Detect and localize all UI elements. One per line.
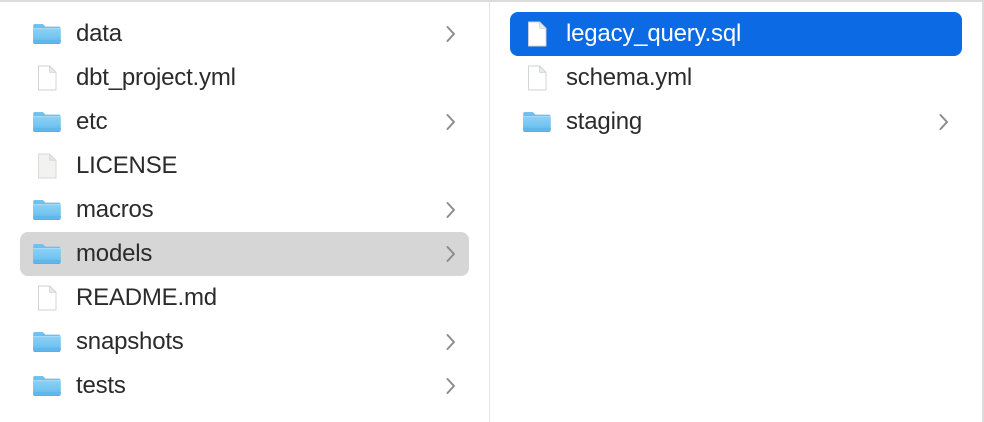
document-icon [32,65,62,91]
folder-row[interactable]: data [20,12,469,56]
folder-row[interactable]: staging [510,100,962,144]
folder-row[interactable]: tests [20,364,469,408]
file-row[interactable]: legacy_query.sql [510,12,962,56]
item-label: models [76,240,153,267]
item-label: README.md [76,284,217,311]
file-row[interactable]: README.md [20,276,469,320]
chevron-right-icon [445,24,457,44]
folder-row[interactable]: models [20,232,469,276]
item-label: tests [76,372,126,399]
document-icon [522,65,552,91]
folder-icon [32,329,62,355]
chevron-right-icon [445,112,457,132]
file-row[interactable]: schema.yml [510,56,962,100]
item-label: legacy_query.sql [566,20,742,47]
column-project-root-column: data dbt_project.yml [0,2,490,422]
item-label: schema.yml [566,64,693,91]
document-icon [32,285,62,311]
folder-icon [32,241,62,267]
item-label: etc [76,108,108,135]
folder-icon [32,197,62,223]
folder-row[interactable]: snapshots [20,320,469,364]
item-label: macros [76,196,154,223]
folder-row[interactable]: macros [20,188,469,232]
file-row[interactable]: LICENSE [20,144,469,188]
chevron-right-icon [445,244,457,264]
chevron-right-icon [445,200,457,220]
document-icon [522,21,552,47]
chevron-right-icon [445,332,457,352]
folder-icon [522,109,552,135]
chevron-right-icon [938,112,950,132]
folder-icon [32,109,62,135]
chevron-right-icon [445,376,457,396]
item-label: data [76,20,122,47]
item-label: snapshots [76,328,184,355]
item-label: staging [566,108,642,135]
item-label: dbt_project.yml [76,64,236,91]
document-plain-icon [32,153,62,179]
file-row[interactable]: dbt_project.yml [20,56,469,100]
folder-row[interactable]: etc [20,100,469,144]
folder-icon [32,373,62,399]
column-models-folder-column: legacy_query.sql schema.yml [490,2,982,422]
folder-icon [32,21,62,47]
item-label: LICENSE [76,152,178,179]
